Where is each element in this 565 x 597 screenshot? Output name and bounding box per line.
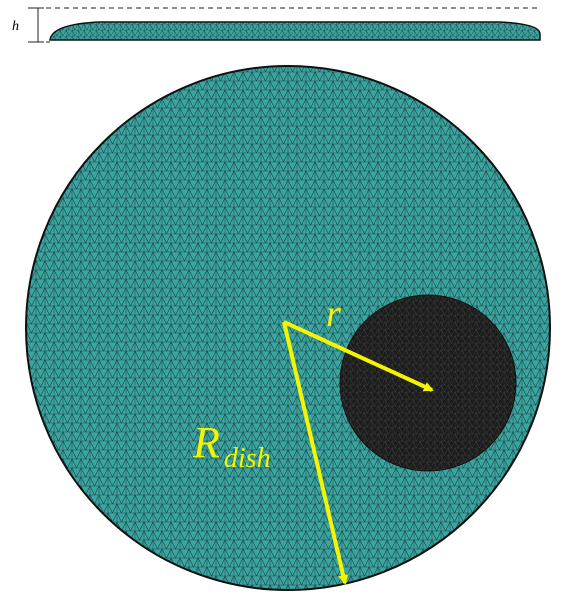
radius-r-label: r	[326, 293, 341, 335]
radius-r-arrow	[283, 320, 434, 392]
radius-dish-main: R	[192, 418, 220, 467]
side-view	[49, 21, 541, 41]
thickness-dimension: h	[12, 7, 540, 43]
top-view	[25, 65, 551, 591]
radius-dish-label: R dish	[192, 418, 271, 474]
radius-annotations: r R dish	[192, 293, 434, 585]
inner-region	[339, 294, 517, 472]
thickness-label: h	[12, 19, 19, 34]
dish-side-profile	[49, 21, 541, 41]
radius-dish-arrow	[282, 321, 349, 585]
radius-dish-subscript: dish	[224, 443, 271, 474]
